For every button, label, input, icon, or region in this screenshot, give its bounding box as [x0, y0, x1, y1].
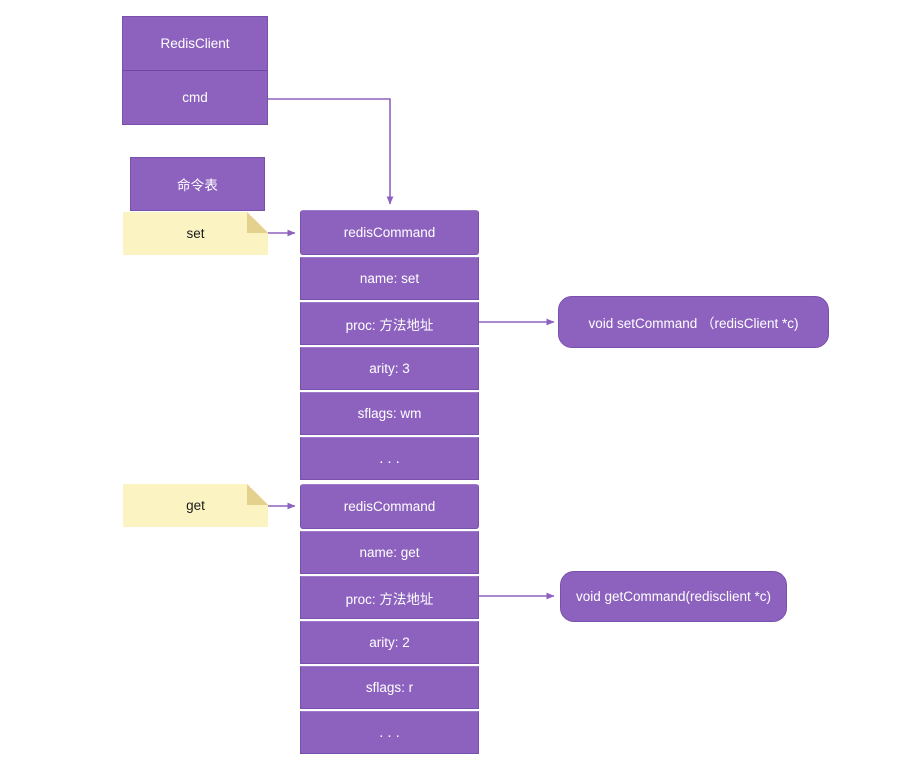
- command-table-title: 命令表: [176, 178, 219, 193]
- set-command-signature: void setCommand （redisClient *c): [588, 316, 799, 331]
- struct-row-proc[interactable]: proc: 方法地址: [300, 576, 479, 619]
- struct-row-name[interactable]: name: get: [300, 531, 479, 574]
- struct-row-sflags[interactable]: sflags: r: [300, 666, 479, 709]
- struct-row-ellipsis[interactable]: ...: [300, 437, 479, 480]
- command-table-box[interactable]: 命令表: [130, 157, 265, 211]
- redis-client-title: RedisClient: [160, 36, 230, 51]
- note-get-label: get: [186, 498, 205, 513]
- struct-row-arity[interactable]: arity: 2: [300, 621, 479, 664]
- struct-row-name[interactable]: name: set: [300, 257, 479, 300]
- note-set[interactable]: set: [123, 212, 268, 255]
- get-command-function-box[interactable]: void getCommand(redisclient *c): [560, 571, 787, 622]
- struct-row-ellipsis[interactable]: ...: [300, 711, 479, 754]
- struct-row-proc[interactable]: proc: 方法地址: [300, 302, 479, 345]
- note-fold-icon: [247, 212, 268, 233]
- redis-command-struct-get: redisCommand name: get proc: 方法地址 arity:…: [300, 484, 479, 754]
- struct-header[interactable]: redisCommand: [300, 484, 479, 529]
- struct-row-sflags[interactable]: sflags: wm: [300, 392, 479, 435]
- redis-client-box[interactable]: RedisClient cmd: [122, 16, 268, 125]
- note-get[interactable]: get: [123, 484, 268, 527]
- redis-command-struct-set: redisCommand name: set proc: 方法地址 arity:…: [300, 210, 479, 480]
- note-fold-icon: [247, 484, 268, 505]
- connector-cmd-to-struct1: [268, 98, 394, 205]
- note-set-label: set: [186, 226, 205, 241]
- struct-header[interactable]: redisCommand: [300, 210, 479, 255]
- get-command-signature: void getCommand(redisclient *c): [575, 589, 772, 604]
- struct-row-arity[interactable]: arity: 3: [300, 347, 479, 390]
- redis-client-field-cmd: cmd: [123, 70, 267, 124]
- set-command-function-box[interactable]: void setCommand （redisClient *c): [558, 296, 829, 348]
